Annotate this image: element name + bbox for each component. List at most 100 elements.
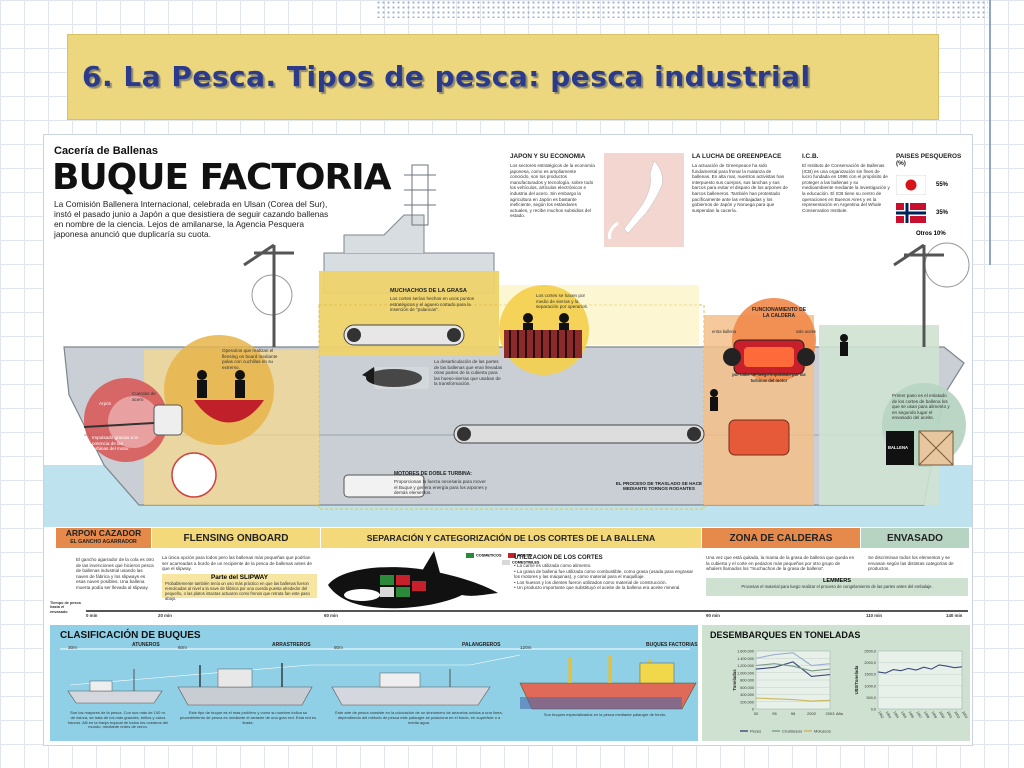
uses-panel: UTILIZACION DE LOS CORTES • La carne es …	[514, 555, 694, 591]
callout-impulsado: Impulsado gracias a la potencia de las t…	[92, 435, 138, 452]
x-tick-label: 2000	[938, 711, 945, 720]
section-envasado-text: Se discriminan todos los elementos y se …	[868, 555, 954, 572]
y-tick-label: 0,0	[871, 708, 876, 712]
slipway-box: Parte del SLIPWAY Probablemente también …	[162, 574, 317, 601]
callout-cuerdas: Cuerdas de acero	[132, 391, 156, 402]
callout-primer-paso: Primer paso es el enlatado de los cortes…	[892, 393, 950, 421]
legend-aceite: ACEITE	[507, 553, 531, 558]
column-title: I.C.B.	[802, 153, 819, 160]
ship-desc-arrastreros: Este tipo de buque es el más prolífero y…	[179, 710, 317, 725]
ship-name-factorias: BUQUES FACTORIAS	[646, 642, 698, 648]
series-line	[877, 664, 963, 674]
callout-traslado: EL PROCESO DE TRASLADO SE HACE MEDIANTE …	[615, 481, 703, 491]
landings-chart: 1.600.0001.400.0001.200.0001.000.000800.…	[732, 650, 968, 734]
y-tick-label: 1000,0	[864, 684, 876, 688]
y-tick-label: 0	[752, 708, 754, 712]
slide-title: 6. La Pesca. Tipos de pesca: pesca indus…	[82, 60, 811, 93]
section-flensing-text: La única opción para todos pero las ball…	[162, 555, 312, 572]
y-tick-label: 1.200.000	[737, 664, 754, 668]
right-accent-line	[989, 0, 991, 265]
section-arpon-text: El gancho agarrador de la cola es otro d…	[76, 557, 154, 590]
timeline-mark: 60 min	[324, 613, 338, 618]
timeline-label: Tiempo de pesca hasta el envasado	[50, 601, 81, 614]
lemmers-box: LEMMERS Procesan el material para luego …	[706, 578, 968, 596]
x-tick-label: 1993	[885, 711, 892, 720]
uses-item: • La carne es utilizada como alimento.	[514, 563, 592, 568]
classification-panel: CLASIFICACIÓN DE BUQUES ATUNEROS 30m Son…	[50, 625, 698, 741]
y-tick-label: 600.000	[740, 686, 754, 690]
callout-caldera-title: FUNCIONAMIENTO DE LA CALDERA	[751, 307, 807, 319]
section-envasado-header: ENVASADO	[861, 528, 969, 548]
country-pct: 55%	[936, 182, 949, 188]
ship-length: 80m	[334, 645, 343, 650]
timeline-mark: 90 min	[706, 613, 720, 618]
y-tick-label: 200.000	[740, 700, 754, 704]
infographic-title: BUQUE FACTORIA	[52, 157, 392, 198]
y-tick-label: 500,0	[866, 696, 876, 700]
timeline-mark: 110 min	[866, 613, 883, 618]
ship-name-arrastreros: ARRASTREROS	[272, 642, 311, 648]
japan-map-icon	[604, 153, 684, 247]
section-calderas-header: ZONA DE CALDERAS	[702, 528, 860, 548]
infographic-intro: La Comisión Ballenera Internacional, cel…	[54, 199, 329, 239]
plot-area	[877, 650, 963, 710]
x-tick-label: 1994	[892, 711, 899, 720]
japan-economy-column: JAPON Y SU ECONOMIA Los sectores estraté…	[510, 153, 596, 219]
legend-label: Crustáceos	[782, 729, 802, 734]
x-tick-label: 95	[772, 711, 777, 716]
uses-title: UTILIZACION DE LOS CORTES	[514, 555, 603, 561]
column-text: Los sectores estratégicos de la economía…	[510, 163, 595, 219]
callout-grasa-title: MUCHACHOS DE LA GRASA	[390, 288, 467, 294]
timeline: Tiempo de pesca hasta el envasado 0 min …	[50, 601, 970, 619]
infographic: Cacería de Ballenas BUQUE FACTORIA La Co…	[43, 134, 973, 746]
x-tick-label: 1999	[931, 711, 938, 720]
country-pct: 35%	[936, 210, 949, 216]
callout-motores-title: MOTORES DE DOBLE TURBINA:	[394, 471, 472, 477]
callout-arpon: Arpón	[99, 401, 112, 406]
x-tick-label: 1997	[915, 711, 922, 720]
section-arpon-header: ARPON CAZADOR EL GANCHO AGARRADOR	[56, 528, 151, 548]
timeline-mark: 20 min	[158, 613, 172, 618]
x-tick-label: 92	[754, 711, 759, 716]
factory-ship-illustration	[44, 164, 972, 527]
countries-title: PAISES PESQUEROS (%)	[896, 153, 962, 167]
x-tick-label: 98	[791, 711, 796, 716]
callout-entra: entra ballena	[712, 329, 737, 334]
series-line	[755, 697, 831, 702]
legend-label: Peces	[750, 729, 761, 734]
x-tick-label: 2002	[953, 711, 960, 720]
ship-desc-atuneros: Son los mayores de la pesca. Con sus más…	[68, 710, 168, 730]
x-tick-label: 2003	[961, 711, 968, 720]
legend-label: Moluscos	[814, 729, 831, 734]
callout-grasa-text: Los cortes serían hechos en unos puntos …	[390, 296, 475, 313]
japan-flag-icon	[896, 175, 926, 195]
column-text: La actuación de Greenpeace ha sido funda…	[692, 163, 788, 213]
greenpeace-column: LA LUCHA DE GREENPEACE La actuación de G…	[692, 153, 790, 213]
column-title: LA LUCHA DE GREENPEACE	[692, 153, 782, 160]
cuts-legend: COSMETICOS ACEITE COMESTIBLES	[466, 553, 539, 565]
y-axis-label: Toneladas	[732, 669, 737, 691]
y-tick-label: 800.000	[740, 679, 754, 683]
countries-others: Otros 10%	[916, 231, 946, 237]
callout-cortes: Los cortes se hacen por medio de sierras…	[536, 293, 589, 310]
callout-desarticulacion: La desarticulación de las partes de las …	[434, 359, 503, 387]
ship-desc-palangreros: Este arte de pesca consiste en la coloca…	[335, 710, 503, 725]
x-tick-label: 1995	[900, 711, 907, 720]
column-text: El Instituto de Conservación de Ballenas…	[802, 163, 890, 213]
x-tick-label: 1992	[877, 711, 884, 720]
x-tick-label: 1998	[923, 711, 930, 720]
callout-vapor: por calor de fuego impulsado por las tur…	[732, 372, 806, 383]
x-tick-label: 1996	[908, 711, 915, 720]
uses-item: • Los huesos y los dientes fueron utiliz…	[514, 579, 667, 585]
ballena-barrel-label: BALLENA	[888, 445, 909, 450]
y-axis-label: U$S/Tonelada	[854, 665, 859, 694]
x-tick-label: 2003	[826, 711, 836, 716]
ship-length: 120m	[520, 645, 532, 650]
legend-comestibles: COMESTIBLES	[502, 560, 539, 565]
x-tick-label: 2002	[807, 711, 817, 716]
series-line	[755, 652, 831, 667]
y-tick-label: 400.000	[740, 693, 754, 697]
infographic-kicker: Cacería de Ballenas	[54, 145, 158, 157]
y-tick-label: 2500,0	[864, 650, 876, 654]
timeline-axis	[86, 610, 968, 612]
